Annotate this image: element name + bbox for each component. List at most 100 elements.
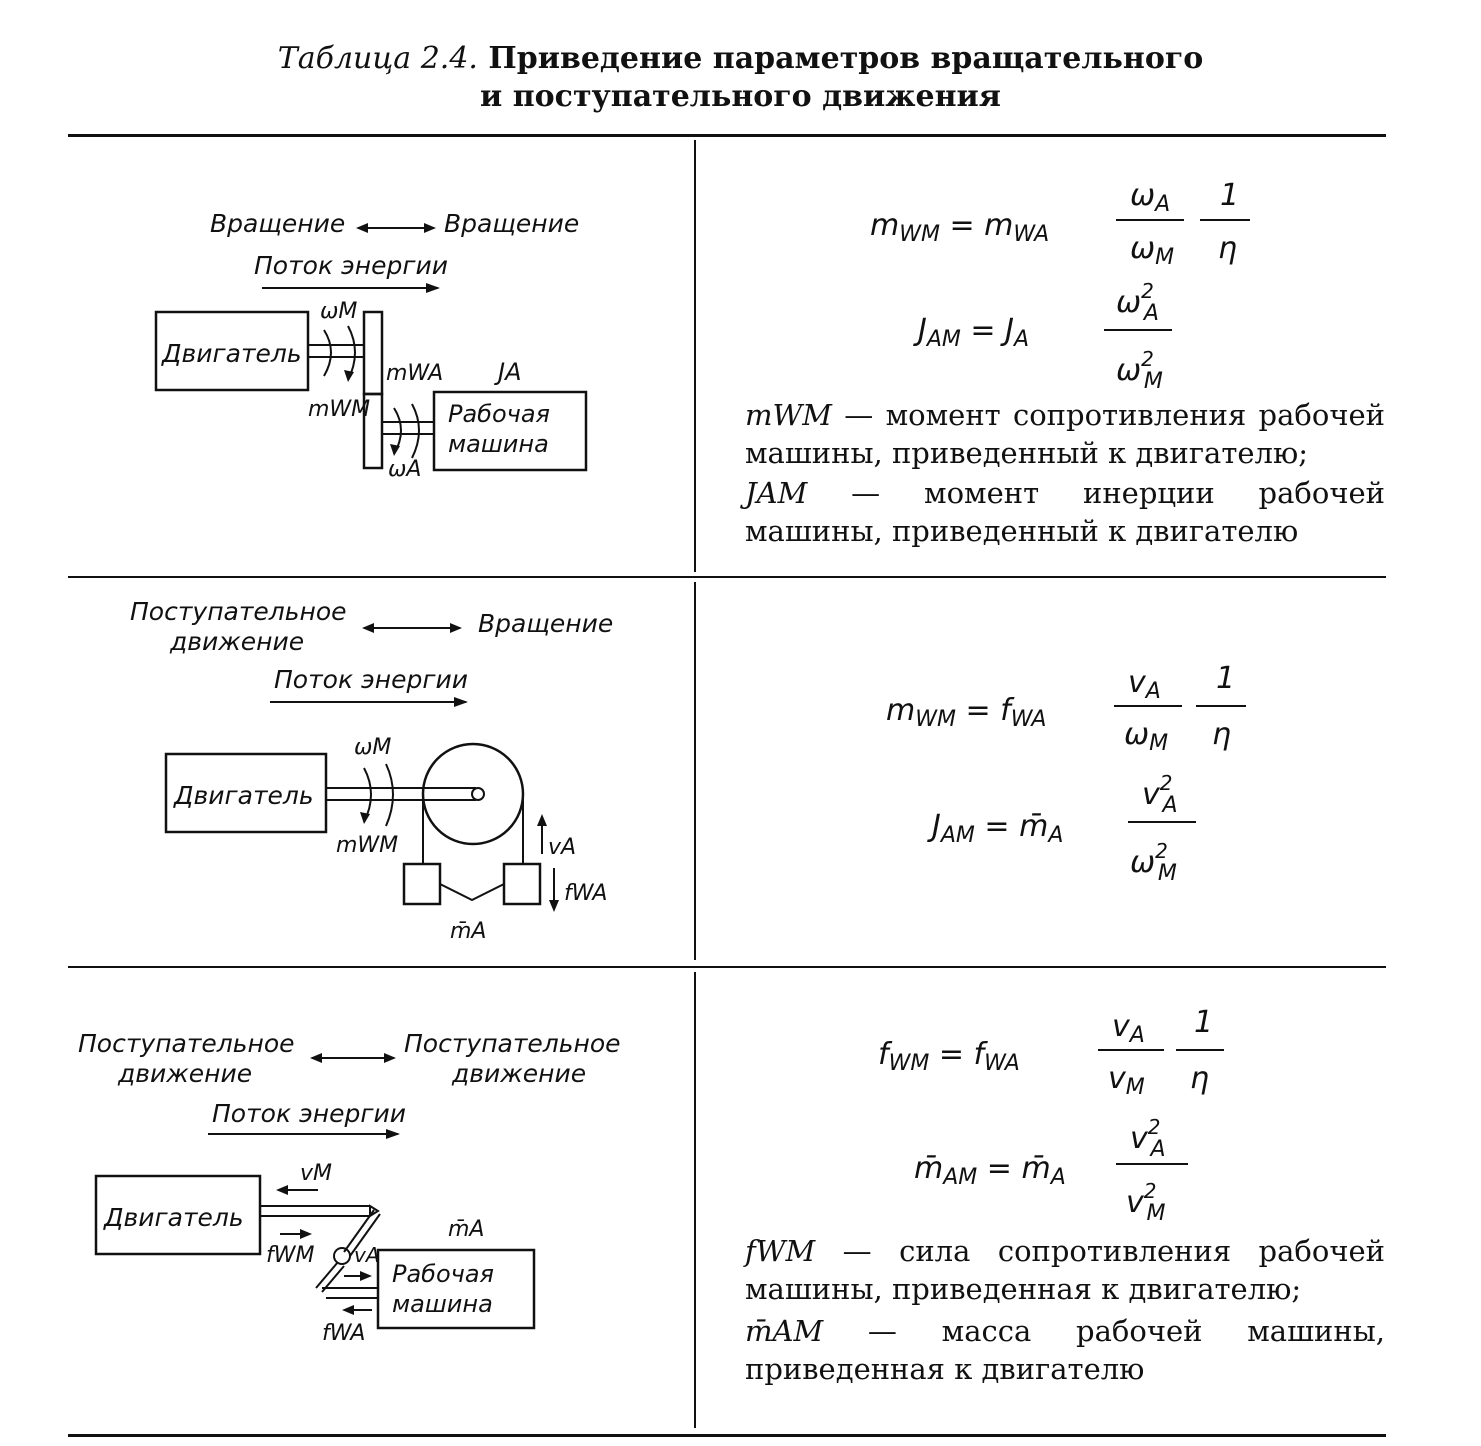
svg-text:v2M: v2M	[1126, 1179, 1166, 1226]
svg-text:1: 1	[1194, 1005, 1213, 1040]
table-top-rule	[68, 134, 1386, 137]
row1-desc-1: mWM — момент сопротивления рабочей машин…	[745, 396, 1385, 472]
row2-flow-label: Поток энергии	[274, 665, 468, 694]
row2-v-a: vA	[548, 835, 576, 860]
formula-2: m̄AM = m̄A	[914, 1151, 1066, 1190]
row3-right-mode-line1: Поступательное	[404, 1029, 621, 1058]
row3-motor-label: Двигатель	[103, 1203, 244, 1232]
row1-desc-2: JAM — момент инерции рабочей машины, при…	[745, 474, 1385, 550]
svg-text:ω2M: ω2M	[1116, 347, 1163, 394]
row-divider-2	[68, 966, 1386, 968]
svg-text:1: 1	[1216, 661, 1235, 696]
row1-right-mode: Вращение	[444, 209, 579, 238]
motor-box	[154, 310, 310, 392]
joint	[333, 1247, 351, 1265]
row1-flow-label: Поток энергии	[254, 251, 448, 280]
bidirectional-arrow	[362, 623, 462, 633]
row3-left-mode-line2: движение	[117, 1059, 252, 1088]
svg-text:ω2A: ω2A	[1116, 279, 1159, 326]
row1-machine-line1: Рабочая	[448, 400, 550, 428]
row2-m-wm: mWM	[336, 833, 398, 858]
svg-text:v2A: v2A	[1130, 1115, 1166, 1162]
weight-left	[402, 862, 442, 906]
row3-desc-1-symbol: fWM	[745, 1234, 816, 1268]
formula-1: mWM = mWA	[870, 208, 1049, 247]
svg-text:vA: vA	[1112, 1009, 1145, 1048]
svg-text:ω2M: ω2M	[1130, 839, 1177, 886]
svg-text:vM: vM	[1108, 1061, 1145, 1100]
row3-f-wm: fWM	[266, 1243, 314, 1268]
caption-lead: Таблица 2.4.	[277, 41, 478, 76]
lever-upper	[343, 1209, 375, 1253]
row1-left-mode: Вращение	[210, 209, 345, 238]
row1-m-wa: mWA	[386, 361, 443, 386]
formula-2: JAM = m̄A	[927, 809, 1063, 848]
row3-desc-1-text: — сила сопротивления рабочей машины, при…	[745, 1234, 1385, 1306]
row1-omega-a: ωA	[388, 457, 421, 482]
svg-text:η: η	[1190, 1061, 1209, 1096]
formula-2: JAM = JA	[913, 313, 1029, 352]
rotation-arrow-icon	[323, 329, 332, 377]
column-divider-2	[694, 582, 696, 960]
row3-v-m: vM	[300, 1161, 332, 1186]
svg-text:vA: vA	[1128, 665, 1161, 704]
row3-desc-1: fWM — сила сопротивления рабочей машины,…	[745, 1232, 1385, 1308]
row1-desc-2-text: — момент инерции рабочей машины, приведе…	[745, 476, 1385, 548]
gear-lower	[362, 392, 384, 470]
weight-right	[502, 862, 542, 906]
column-divider-3	[694, 972, 696, 1428]
motor-box	[164, 752, 328, 834]
row1-desc-1-symbol: mWM	[745, 398, 832, 432]
row2-f-wa: fWA	[564, 881, 607, 906]
row3-left-mode-line1: Поступательное	[78, 1029, 295, 1058]
row3-desc-2-text: — масса рабочей машины, приведенная к дв…	[745, 1314, 1385, 1386]
row2-left-mode-line1: Поступательное	[130, 597, 347, 626]
row1-machine-line2: машина	[448, 430, 549, 458]
svg-text:η: η	[1218, 231, 1237, 266]
caption-title-line2: и поступательного движения	[480, 79, 1001, 114]
row1-diagram: Вращение Вращение Поток энергии Двигател…	[154, 209, 588, 482]
row-divider-1	[68, 576, 1386, 578]
connector	[439, 883, 505, 902]
bidirectional-arrow	[356, 223, 436, 233]
row3-m-a: m̄A	[448, 1217, 484, 1242]
column-divider-1	[694, 140, 696, 572]
row2-left-mode-line2: движение	[169, 627, 304, 656]
svg-text:ωM: ωM	[1124, 717, 1168, 756]
gear-upper	[362, 310, 384, 396]
row3-machine-line1: Рабочая	[392, 1260, 494, 1288]
row1-j-a: JA	[494, 358, 522, 386]
svg-text:ωM: ωM	[1130, 231, 1174, 270]
svg-text:v2A: v2A	[1142, 771, 1178, 818]
svg-text:ωA: ωA	[1130, 178, 1170, 217]
energy-flow-arrow	[208, 1129, 400, 1139]
row1-motor-label: Двигатель	[161, 339, 302, 368]
row3-f-wa: fWA	[322, 1321, 365, 1346]
row2-right-mode: Вращение	[478, 609, 613, 638]
row3-right-mode-line2: движение	[451, 1059, 586, 1088]
row3-machine-line2: машина	[392, 1290, 493, 1318]
formula-1: fWM = fWA	[878, 1037, 1020, 1076]
row3-desc-2: m̄AM — масса рабочей машины, приведенная…	[745, 1312, 1385, 1388]
row2-omega-m: ωM	[354, 735, 391, 760]
row3-v-a: vA	[354, 1243, 380, 1267]
row2-diagram: Поступательное движение Вращение Поток э…	[130, 597, 613, 944]
row3-diagram: Поступательное движение Поступательное д…	[78, 1029, 621, 1346]
row3-desc-2-symbol: m̄AM	[745, 1314, 824, 1348]
machine-box	[376, 1248, 536, 1330]
lever-lower	[315, 1261, 339, 1289]
row1-desc-2-symbol: JAM	[745, 476, 808, 510]
row2-motor-label: Двигатель	[173, 781, 314, 810]
row1-omega-m: ωM	[320, 299, 357, 324]
energy-flow-arrow	[270, 697, 468, 707]
row1-desc-1-text: — момент сопротивления рабочей машины, п…	[745, 398, 1385, 470]
bidirectional-arrow	[310, 1053, 396, 1063]
formula-1: mWM = fWA	[886, 693, 1046, 732]
table-caption: Таблица 2.4. Приведение параметров враща…	[0, 38, 1481, 80]
svg-text:1: 1	[1220, 178, 1239, 213]
table-bottom-rule	[68, 1434, 1386, 1437]
row3-flow-label: Поток энергии	[212, 1099, 406, 1128]
